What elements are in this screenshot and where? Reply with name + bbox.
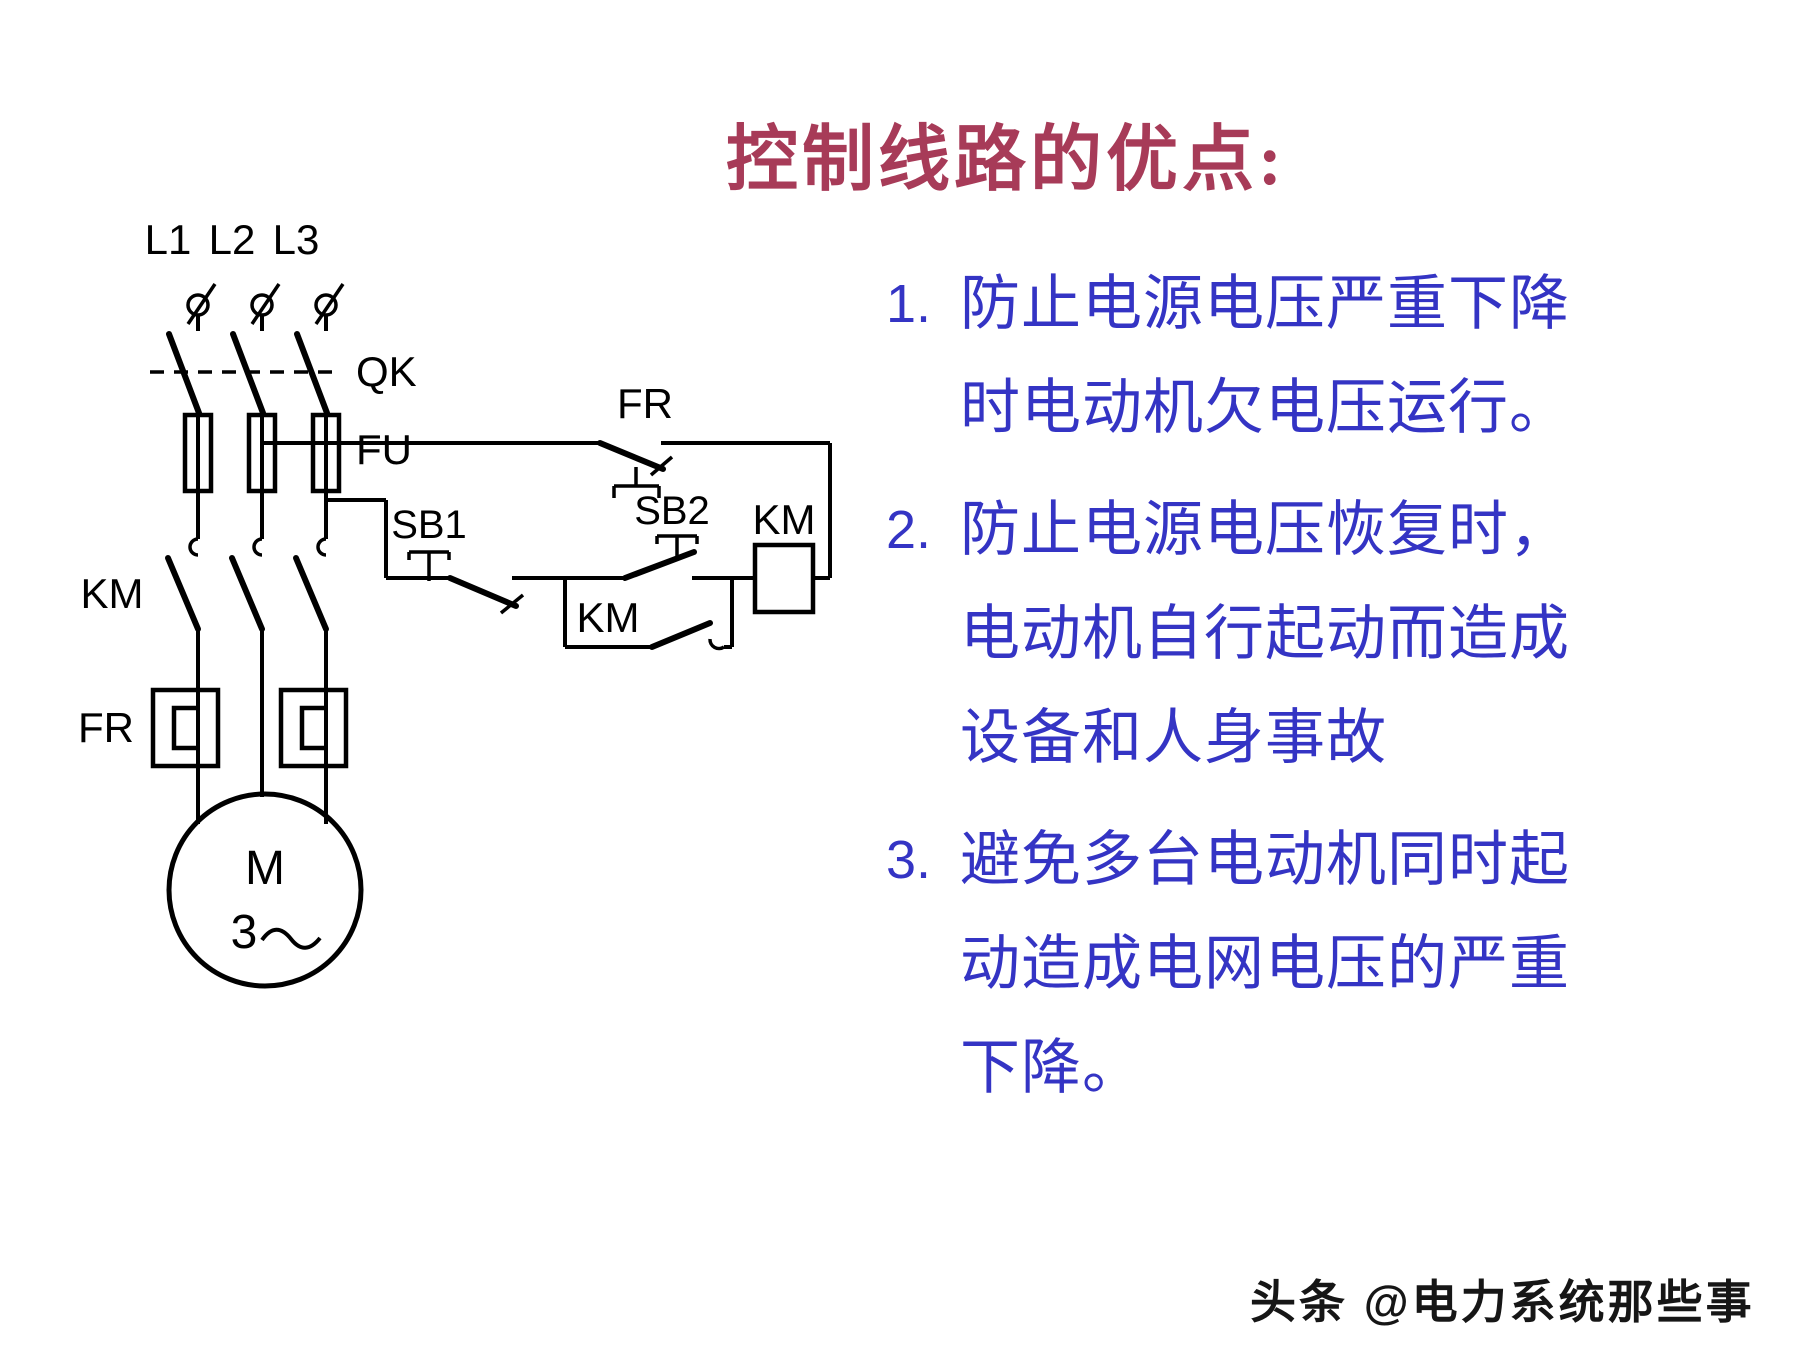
heater-element [171, 705, 198, 751]
contact-tick [499, 593, 525, 615]
advantages-list: 1. 防止电源电压严重下降 时电动机欠电压运行。 2. 防止电源电压恢复时， 电… [886, 252, 1626, 1138]
motor-icon: M 3 [166, 791, 364, 989]
item-body: 防止电源电压恢复时， 电动机自行起动而造成 设备和人身事故 [960, 478, 1626, 790]
contact-blade [447, 575, 519, 609]
item-text-line: 防止电源电压严重下降 [960, 270, 1570, 337]
item-number: 1. [886, 274, 932, 334]
contact-hook [252, 537, 263, 557]
switch-blade [294, 331, 330, 416]
motor-letter: M [245, 842, 285, 895]
page-title: 控制线路的优点: [726, 120, 1286, 200]
sb2-label: SB2 [634, 489, 710, 533]
terminal-slash [314, 283, 345, 325]
item-text-line: 设备和人身事故 [960, 704, 1387, 771]
ac-wave-icon [260, 927, 322, 950]
item-body: 防止电源电压严重下降 时电动机欠电压运行。 [960, 252, 1626, 460]
fuse-body [246, 412, 278, 494]
km-aux-label: KM [577, 594, 640, 641]
item-number: 2. [886, 500, 932, 560]
fr-contact-label: FR [617, 380, 673, 427]
fr-heater-icon: FR [78, 687, 349, 769]
fuse-body [310, 412, 342, 494]
sb1-stop-button-icon: SB1 [391, 503, 525, 615]
heater-element [299, 705, 326, 751]
heater-box [150, 687, 221, 769]
contact-hook [316, 537, 327, 557]
sb2-start-button-icon: SB2 [622, 489, 710, 581]
item-number: 3. [886, 830, 932, 890]
list-item: 3. 避免多台电动机同时起 动造成电网电压的严重 下降。 [886, 808, 1626, 1120]
motor-control-circuit-diagram: L1 L2 L3 QK FU KM [78, 216, 832, 989]
phase-l1-label: L1 [145, 216, 192, 263]
item-text-line: 电动机自行起动而造成 [960, 600, 1570, 667]
motor-circle [166, 791, 364, 989]
fu-label: FU [356, 426, 412, 473]
contact-blade [649, 620, 713, 650]
km-main-label: KM [81, 570, 144, 617]
item-text-line: 动造成电网电压的严重 [960, 930, 1570, 997]
contact-tick [649, 455, 674, 477]
contact-blade [597, 440, 666, 472]
terminal-slash [250, 283, 281, 325]
item-text-line: 防止电源电压恢复时， [960, 496, 1570, 563]
motor-phase-number: 3 [231, 906, 258, 959]
coil-box [752, 542, 816, 615]
contact-blade [229, 555, 265, 632]
phase-l3-label: L3 [273, 216, 320, 263]
item-body: 避免多台电动机同时起 动造成电网电压的严重 下降。 [960, 808, 1626, 1120]
km-coil-label: KM [753, 496, 816, 543]
item-text-line: 避免多台电动机同时起 [960, 826, 1570, 893]
watermark-text: 头条 @电力系统那些事 [1250, 1276, 1755, 1328]
contact-hook [188, 537, 199, 557]
phase-l2-label: L2 [209, 216, 256, 263]
km-aux-contact-icon: KM [563, 578, 734, 651]
qk-switch-icon: QK [150, 315, 417, 416]
list-item: 1. 防止电源电压严重下降 时电动机欠电压运行。 [886, 252, 1626, 460]
item-text-line: 时电动机欠电压运行。 [960, 374, 1570, 441]
list-item: 2. 防止电源电压恢复时， 电动机自行起动而造成 设备和人身事故 [886, 478, 1626, 790]
fu-fuse-icon: FU [182, 412, 412, 539]
sb1-label: SB1 [391, 503, 467, 547]
item-text-line: 下降。 [960, 1034, 1143, 1101]
contact-blade [293, 555, 329, 632]
terminal-slash [186, 283, 217, 325]
contact-blade [622, 549, 697, 581]
contact-hook [708, 638, 725, 651]
contact-blade [165, 555, 201, 632]
supply-terminal-icon [186, 283, 345, 325]
fr-nc-contact-icon: FR [262, 380, 830, 498]
heater-box [278, 687, 349, 769]
qk-label: QK [356, 348, 417, 395]
fuse-body [182, 412, 214, 494]
fr-heater-label: FR [78, 704, 134, 751]
km-main-contacts-icon: KM [81, 537, 329, 632]
km-coil-icon: KM [752, 496, 816, 615]
